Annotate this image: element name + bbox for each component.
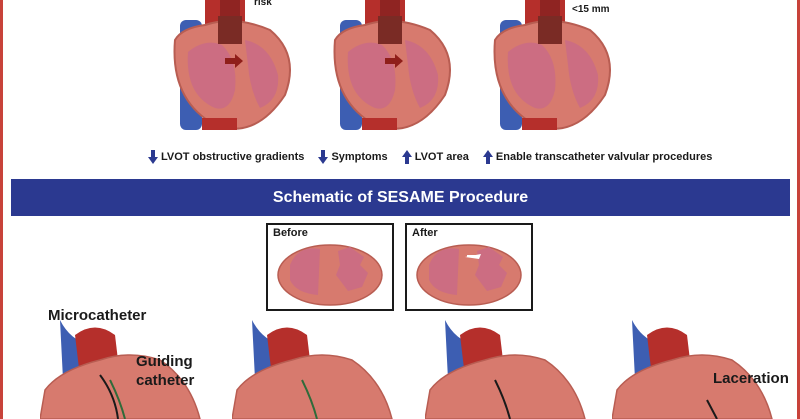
heart-illustration-1 xyxy=(173,0,291,130)
before-label: Before xyxy=(273,227,308,239)
effect-transcatheter: Enable transcatheter valvular procedures xyxy=(482,150,713,164)
effect-symptoms: Symptoms xyxy=(318,150,388,164)
heart-procedure-4 xyxy=(612,320,773,419)
schematic-after-box: After xyxy=(405,223,533,311)
heart-procedure-1 xyxy=(40,320,201,419)
arrow-up-icon xyxy=(482,150,493,164)
heart-procedure-2 xyxy=(232,320,393,419)
effect-lvot-area: LVOT area xyxy=(401,150,469,164)
valve-cross-section-before xyxy=(277,244,383,306)
effect-label: Enable transcatheter valvular procedures xyxy=(495,151,713,163)
effect-label: Symptoms xyxy=(331,151,388,163)
heart-illustration-2 xyxy=(333,0,451,130)
guiding-catheter-label-line2: catheter xyxy=(136,372,195,389)
after-label: After xyxy=(412,227,438,239)
guiding-catheter-label-line1: Guiding xyxy=(136,353,193,370)
schematic-before-box: Before xyxy=(266,223,394,311)
effect-label: LVOT obstructive gradients xyxy=(161,151,305,163)
frame-left-border xyxy=(0,0,3,419)
laceration-label: Laceration xyxy=(713,370,789,387)
effects-row: LVOT obstructive gradients Symptoms LVOT… xyxy=(148,149,726,165)
microcatheter-label: Microcatheter xyxy=(48,307,147,324)
effect-label: LVOT area xyxy=(414,151,469,163)
heart-illustration-3 xyxy=(493,0,611,130)
frame-right-border xyxy=(797,0,800,419)
arrow-up-icon xyxy=(401,150,412,164)
banner-title: Schematic of SESAME Procedure xyxy=(272,188,529,206)
valve-cross-section-after xyxy=(416,244,522,306)
effect-lvot-gradients: LVOT obstructive gradients xyxy=(148,150,304,164)
size-threshold-label: <15 mm xyxy=(572,4,610,15)
heart-procedure-3 xyxy=(425,320,586,419)
risk-label: risk xyxy=(254,0,272,8)
section-banner: Schematic of SESAME Procedure xyxy=(11,179,790,216)
arrow-down-icon xyxy=(318,150,329,164)
arrow-down-icon xyxy=(148,150,158,164)
